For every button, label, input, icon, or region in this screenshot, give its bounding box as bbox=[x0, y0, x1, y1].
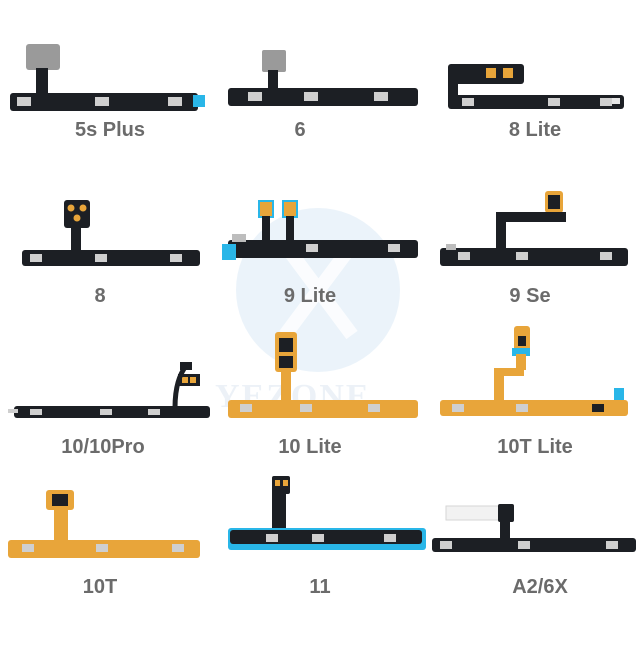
part-label: A2/6X bbox=[512, 576, 568, 598]
part-label: 11 bbox=[309, 576, 331, 598]
flex-cable-10t bbox=[8, 490, 200, 558]
part-label: 10/10Pro bbox=[61, 436, 145, 458]
flex-cable-6 bbox=[228, 50, 418, 106]
flex-cable-9-se bbox=[440, 191, 628, 266]
flex-cable-10-lite bbox=[228, 332, 418, 418]
flex-cable-9-lite bbox=[222, 200, 418, 260]
part-label: 5s Plus bbox=[74, 119, 146, 141]
part-label: 9 Lite bbox=[283, 285, 337, 307]
part-label: 9 Se bbox=[509, 285, 551, 307]
flex-cable-a2-6x bbox=[432, 504, 636, 552]
part-label: 10T bbox=[82, 576, 118, 598]
flex-cable-10-10pro bbox=[8, 362, 210, 418]
part-label: 6 bbox=[294, 119, 306, 141]
flex-cable-11 bbox=[228, 476, 426, 550]
flex-cable-5s-plus bbox=[10, 44, 205, 111]
flex-cable-8 bbox=[22, 200, 200, 266]
flex-cable-8-lite bbox=[448, 64, 624, 109]
part-label: 10 Lite bbox=[278, 436, 342, 458]
part-label: 10T Lite bbox=[497, 436, 573, 458]
flex-cable-10t-lite bbox=[440, 326, 628, 416]
part-label: 8 Lite bbox=[508, 119, 562, 141]
part-label: 8 bbox=[94, 285, 106, 307]
